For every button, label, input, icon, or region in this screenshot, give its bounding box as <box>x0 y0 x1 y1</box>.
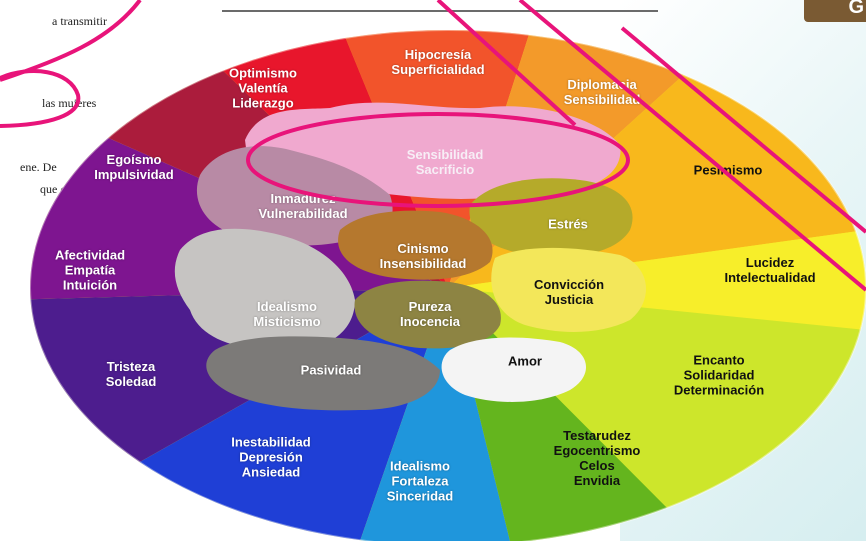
sector-idealismo-fortaleza <box>360 288 510 541</box>
blob-cinismo <box>338 210 493 280</box>
blob-pasividad <box>206 336 440 411</box>
segment-label-pesimismo: Pesimismo <box>693 162 763 178</box>
blob-pureza <box>354 280 501 349</box>
blob-idealismo <box>174 228 355 351</box>
doc-text-line: que c <box>40 182 66 196</box>
blob-amor <box>441 337 587 402</box>
doc-text-line: ene. De <box>20 160 57 174</box>
segment-label-pasividad: Pasividad <box>300 362 362 378</box>
segment-label-estres: Estrés <box>548 216 588 232</box>
segment-label-amor: Amor <box>508 353 542 369</box>
